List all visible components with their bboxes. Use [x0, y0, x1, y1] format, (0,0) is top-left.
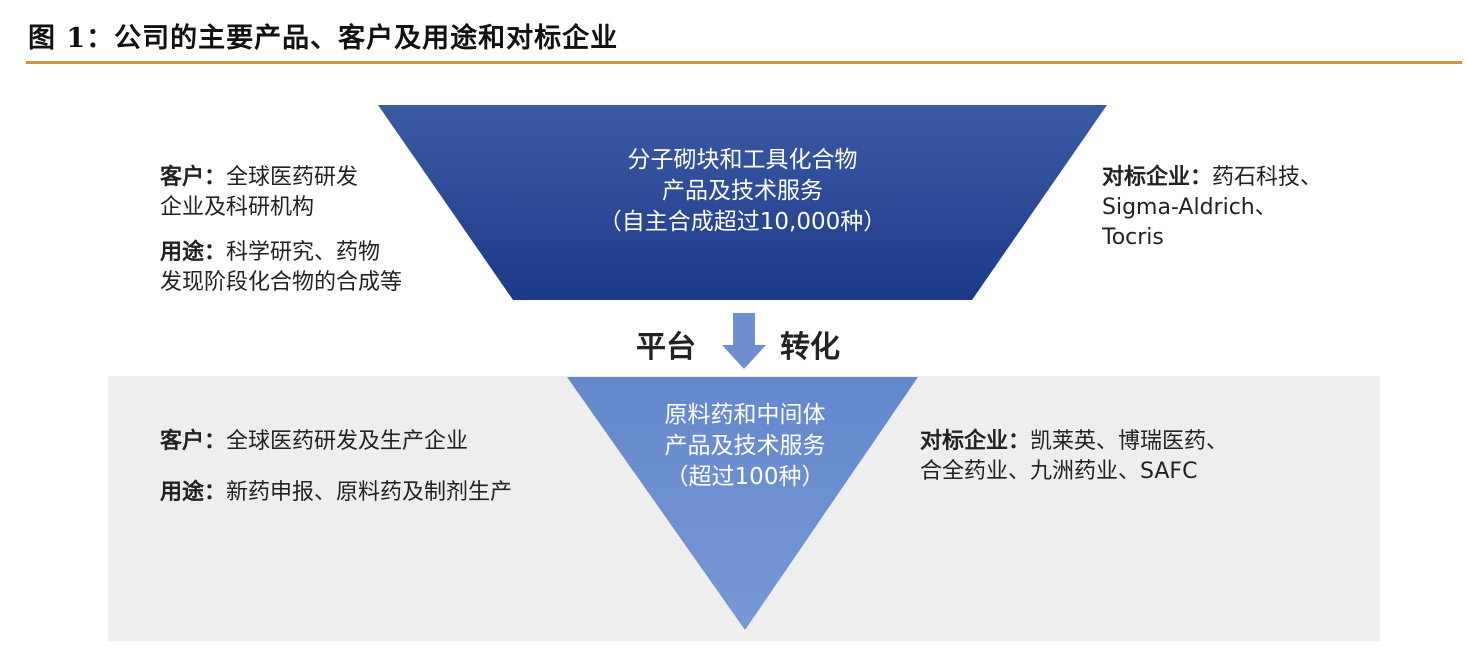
top-shape-line: 产品及技术服务: [662, 178, 823, 204]
top-trapezoid: [378, 105, 1107, 300]
bottom-customer: 客户：全球医药研发及生产企业: [160, 427, 468, 457]
benchmark-text: 药石科技、: [1212, 165, 1323, 190]
bottom-shape-text: 原料药和中间体 产品及技术服务 （超过100种）: [595, 400, 895, 493]
benchmark-text: Sigma-Aldrich、: [1102, 195, 1277, 220]
benchmark-text: Tocris: [1102, 225, 1164, 250]
use-label: 用途：: [160, 240, 227, 265]
top-benchmark: 对标企业：药石科技、 Sigma-Aldrich、 Tocris: [1102, 163, 1322, 253]
customer-text: 全球医药研发及生产企业: [226, 429, 469, 454]
customer-text: 全球医药研发: [226, 165, 359, 190]
bottom-triangle: [567, 377, 918, 630]
bottom-shape-line: 原料药和中间体: [664, 402, 826, 428]
use-text: 科学研究、药物: [226, 240, 381, 265]
down-arrow-icon: [722, 313, 766, 369]
platform-label: 平台: [636, 330, 696, 365]
benchmark-label: 对标企业：: [1102, 165, 1213, 190]
benchmark-text: 合全药业、九洲药业、SAFC: [920, 459, 1198, 484]
bottom-shape-line: 产品及技术服务: [664, 433, 826, 459]
figure-title: 图 1：公司的主要产品、客户及用途和对标企业: [28, 23, 619, 54]
use-text: 发现阶段化合物的合成等: [160, 270, 403, 295]
customer-text: 企业及科研机构: [160, 195, 315, 220]
customer-label: 客户：: [160, 165, 227, 190]
customer-label: 客户：: [160, 429, 227, 454]
top-shape-line: （自主合成超过10,000种）: [598, 209, 887, 235]
bottom-benchmark: 对标企业：凯莱英、博瑞医药、 合全药业、九洲药业、SAFC: [920, 427, 1228, 487]
bottom-use: 用途：新药申报、原料药及制剂生产: [160, 478, 512, 508]
use-label: 用途：: [160, 480, 227, 505]
use-text: 新药申报、原料药及制剂生产: [226, 480, 513, 505]
title-divider: [26, 61, 1462, 64]
bottom-shape-line: （超过100种）: [665, 464, 825, 490]
top-shape-line: 分子砌块和工具化合物: [627, 147, 858, 173]
top-customer: 客户：全球医药研发 企业及科研机构: [160, 163, 358, 223]
benchmark-label: 对标企业：: [920, 429, 1031, 454]
benchmark-text: 凯莱英、博瑞医药、: [1030, 429, 1229, 454]
top-use: 用途：科学研究、药物 发现阶段化合物的合成等: [160, 238, 402, 298]
top-shape-text: 分子砌块和工具化合物 产品及技术服务 （自主合成超过10,000种）: [513, 145, 972, 238]
transform-label: 转化: [780, 330, 840, 365]
